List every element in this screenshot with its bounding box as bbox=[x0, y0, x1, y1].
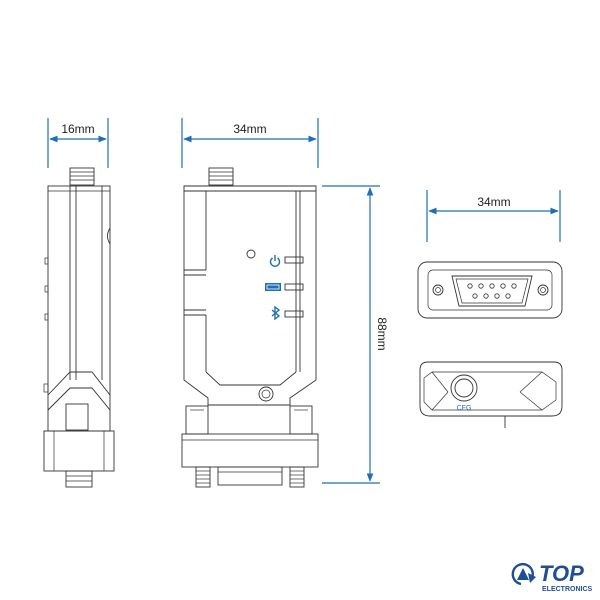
right-screw bbox=[289, 466, 305, 488]
logo-name: TOP bbox=[539, 561, 584, 586]
side-antenna bbox=[69, 167, 95, 186]
link-icon bbox=[265, 283, 281, 291]
power-icon bbox=[269, 255, 281, 267]
end-width-dimension: 34mm bbox=[426, 190, 561, 242]
left-screw bbox=[195, 466, 211, 488]
cfg-button bbox=[450, 374, 478, 402]
front-view: 34mm 88mm bbox=[181, 118, 389, 488]
led-bluetooth bbox=[271, 305, 304, 321]
led-link bbox=[265, 283, 304, 291]
front-width-dimension: 34mm bbox=[181, 118, 319, 168]
front-height-dimension: 88mm bbox=[322, 185, 389, 484]
cfg-end-body bbox=[419, 361, 563, 417]
cfg-label: CFG bbox=[457, 405, 472, 412]
front-body bbox=[183, 185, 317, 406]
side-view: 16mm bbox=[43, 118, 115, 488]
db9-face bbox=[451, 275, 533, 307]
end-view-cfg: CFG bbox=[419, 361, 563, 428]
status-hole bbox=[246, 249, 256, 259]
end-screw-right bbox=[537, 284, 549, 296]
end-width-label: 34mm bbox=[477, 195, 510, 209]
db9-front bbox=[217, 466, 283, 486]
side-body bbox=[47, 185, 111, 432]
db9-shell bbox=[181, 433, 319, 468]
led-power bbox=[269, 255, 304, 267]
rotate-arrow-icon bbox=[511, 563, 536, 586]
side-width-label: 16mm bbox=[61, 122, 94, 136]
bluetooth-icon bbox=[271, 305, 281, 321]
cfg-button-front bbox=[258, 386, 274, 402]
end-body bbox=[417, 261, 563, 319]
end-view-connector: 34mm bbox=[417, 190, 563, 319]
side-width-dimension: 16mm bbox=[47, 118, 109, 168]
end-screw-left bbox=[432, 284, 444, 296]
front-antenna bbox=[208, 167, 234, 186]
logo-sub: ELECTRONICS bbox=[542, 586, 593, 593]
front-height-label: 88mm bbox=[375, 317, 389, 350]
front-width-label: 34mm bbox=[233, 122, 266, 136]
side-connector bbox=[43, 430, 115, 472]
top-electronics-logo: TOP ELECTRONICS bbox=[511, 561, 593, 593]
db9-pins bbox=[467, 283, 517, 299]
